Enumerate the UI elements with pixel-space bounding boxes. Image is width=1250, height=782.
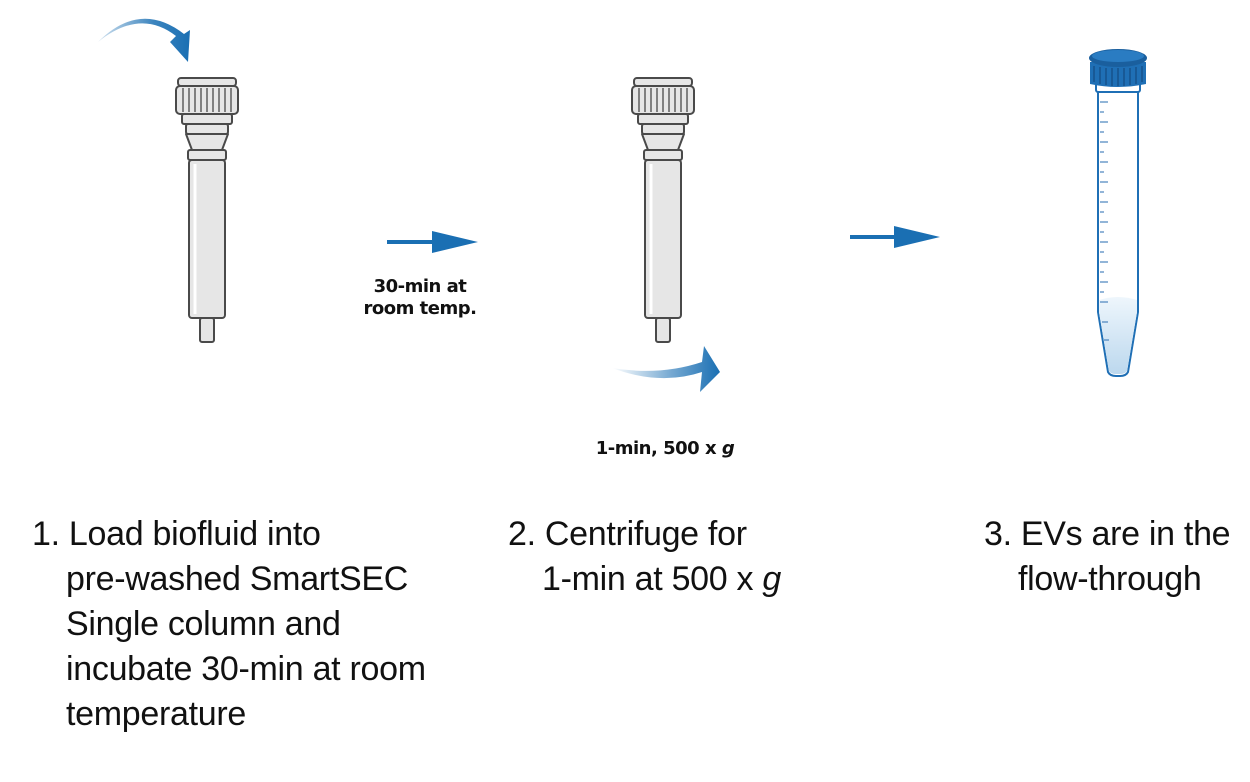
step-1-number: 1. xyxy=(32,515,60,553)
step-1-line-1: 1. Load biofluid into xyxy=(32,512,426,557)
step-3-number: 3. xyxy=(984,515,1012,553)
step-1-line-5: temperature xyxy=(66,695,247,733)
right-arrow-icon xyxy=(387,231,478,253)
step-2-line-2-text: 1-min at 500 x xyxy=(542,560,763,598)
step-2-line-1-text: Centrifuge for xyxy=(544,515,747,553)
right-arrow-icon xyxy=(850,226,940,248)
spin-label-g: g xyxy=(721,438,735,459)
step-3-line-2: flow-through xyxy=(1018,560,1202,598)
step-2-line-1: 2. Centrifuge for xyxy=(508,512,781,557)
step-3-line-1: 3. EVs are in the xyxy=(984,512,1231,557)
curved-arrow-icon xyxy=(98,18,190,62)
spin-label-prefix: 1-min, 500 x xyxy=(595,438,722,459)
step-1-text: 1. Load biofluid into pre-washed SmartSE… xyxy=(32,512,426,737)
step-1-line-2: pre-washed SmartSEC xyxy=(66,560,408,598)
column-icon xyxy=(631,77,695,343)
incubation-label: 30-min at room temp. xyxy=(345,276,495,320)
step-2-text: 2. Centrifuge for 1-min at 500 x g xyxy=(508,512,781,602)
step-1-line-3: Single column and xyxy=(66,605,341,643)
spin-label: 1-min, 500 x g xyxy=(560,438,770,460)
step-1-line-1-text: Load biofluid into xyxy=(68,515,321,553)
incubation-label-line1: 30-min at xyxy=(373,276,467,297)
step-2-g: g xyxy=(762,560,781,598)
spin-arrow-icon xyxy=(612,346,720,392)
incubation-label-line2: room temp. xyxy=(363,298,477,319)
tube-icon xyxy=(1089,49,1147,377)
step-2-number: 2. xyxy=(508,515,536,553)
step-1-line-4: incubate 30-min at room xyxy=(66,650,426,688)
step-3-line-1-text: EVs are in the xyxy=(1020,515,1231,553)
step-3-text: 3. EVs are in the flow-through xyxy=(984,512,1231,602)
column-icon xyxy=(175,77,239,343)
step-2-line-2: 1-min at 500 x g xyxy=(508,557,781,602)
